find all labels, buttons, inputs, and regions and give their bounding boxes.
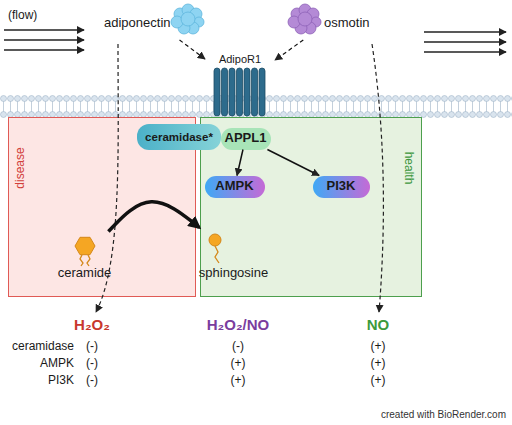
ligand-protein: osmotin	[280, 2, 380, 40]
node-label: AMPK	[215, 179, 253, 193]
signal-arrow-dashed	[372, 44, 383, 312]
protein-lobe	[182, 4, 194, 16]
connector-arrow	[237, 150, 243, 176]
node-label: disease	[14, 147, 27, 188]
connector-arrow	[267, 150, 319, 176]
osmotin-protein	[288, 4, 321, 34]
ceramide-molecule	[75, 237, 95, 266]
column-header: NO	[367, 317, 390, 334]
sphingosine-molecule	[209, 234, 221, 263]
flow-arrow	[424, 51, 506, 52]
node-label: sphingosine	[199, 265, 268, 279]
node-label: health	[401, 152, 414, 185]
connector-arrow	[275, 40, 303, 60]
protein-lobe	[311, 17, 321, 27]
protein-lobe	[174, 8, 186, 20]
flow-arrow	[424, 41, 506, 42]
flow-arrow	[4, 29, 84, 30]
node-label: ceramidase*	[145, 131, 213, 144]
cell-membrane	[0, 95, 512, 118]
table-cell: (+)	[371, 374, 386, 387]
receptor-helix	[214, 68, 220, 116]
table-cell: (+)	[231, 374, 246, 387]
credit-note: created with BioRender.com	[381, 409, 506, 420]
flow-arrows	[4, 30, 506, 52]
enzyme-pill: ceramidase*	[137, 124, 221, 150]
protein-lobe	[295, 22, 307, 34]
ligand-protein: adiponectin	[100, 2, 208, 40]
table-cell: (+)	[231, 357, 246, 370]
receptor-helix	[222, 68, 228, 116]
flow-arrow	[4, 39, 84, 40]
table-cell: (-)	[86, 374, 98, 387]
flow-label: (flow)	[8, 9, 37, 22]
node-label: PI3K	[327, 179, 356, 193]
protein-lobe	[171, 16, 183, 28]
sphingosine-head	[209, 234, 221, 246]
connector-arrow	[180, 40, 205, 59]
lipid-tail	[87, 255, 90, 266]
table-cell: (-)	[232, 340, 244, 353]
protein-lobe	[307, 8, 319, 20]
flow-arrow	[4, 49, 84, 50]
protein-lobe	[178, 22, 190, 34]
node-label: APPL1	[225, 131, 267, 145]
kinase-pill: AMPK	[205, 176, 265, 198]
protein-lobe	[288, 16, 300, 28]
column-header: H₂O₂/NO	[207, 317, 270, 334]
protein-lobe	[181, 12, 195, 26]
signal-arrow-dashed	[96, 44, 118, 312]
receptor: AdipoR1	[205, 52, 275, 118]
adaptor-pill: APPL1	[221, 128, 271, 150]
lipid-molecule: ceramide	[50, 232, 120, 282]
receptor-helix	[252, 68, 258, 116]
receptor-helix	[244, 68, 250, 116]
lipid-molecule: sphingosine	[195, 228, 273, 283]
row-label: AMPK	[40, 357, 74, 370]
protein-lobe	[291, 8, 303, 20]
node-label: AdipoR1	[219, 53, 261, 65]
protein-lobe	[304, 22, 316, 34]
protein-lobe	[194, 17, 204, 27]
protein-lobe	[298, 12, 312, 26]
protein-lobe	[190, 8, 202, 20]
protein-lobe	[299, 4, 311, 16]
row-label: ceramidase	[12, 340, 74, 353]
node-label: osmotin	[324, 16, 370, 30]
receptor-helix	[259, 68, 265, 116]
receptor-helices	[214, 68, 265, 116]
row-label: PI3K	[48, 374, 74, 387]
table-cell: (-)	[86, 340, 98, 353]
column-header: H₂O₂	[74, 317, 110, 334]
lipid-tail	[215, 246, 219, 263]
health-region: health APPL1AMPK PI3K sphingosine	[200, 117, 422, 297]
protein-lobe	[187, 22, 199, 34]
receptor-helix	[229, 68, 235, 116]
ceramide-head	[75, 237, 95, 254]
lipid-tail	[80, 255, 83, 266]
node-label: ceramide	[58, 265, 111, 279]
table-cell: (-)	[86, 357, 98, 370]
table-cell: (+)	[371, 340, 386, 353]
node-label: adiponectin	[104, 16, 171, 30]
table-cell: (+)	[371, 357, 386, 370]
connector-arrow	[108, 202, 199, 232]
flow-arrow	[424, 31, 506, 32]
kinase-pill: PI3K	[313, 176, 370, 198]
receptor-helix	[237, 68, 243, 116]
adiponectin-protein	[171, 4, 204, 34]
